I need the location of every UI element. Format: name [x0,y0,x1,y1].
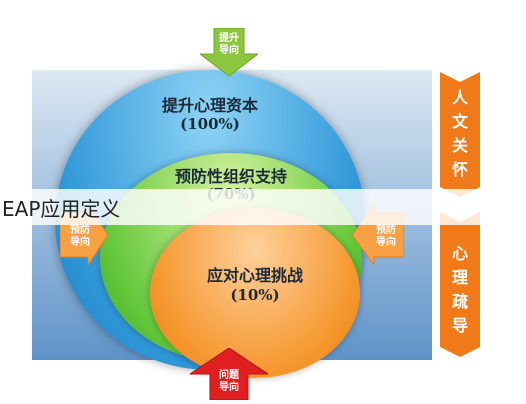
left-arrow-line2: 导向 [70,237,90,248]
side-tab-2-char-1: 心 [451,244,468,263]
left-arrow-line1: 预防 [70,225,90,236]
side-tab-2-char-4: 导 [451,316,468,335]
caption-text: EAP应用定义 [2,197,121,221]
inner-ring-title: 应对心理挑战 [206,266,303,285]
down-arrow-icon [198,27,260,77]
side-tab-1-char-2: 文 [451,112,468,131]
top-arrow-line1: 提升 [219,33,239,44]
side-tab-1-char-1: 人 [451,88,468,107]
side-tab-1-char-3: 关 [451,136,468,155]
chevron-tab-icon [440,72,480,197]
inner-ring-value: (10%) [230,286,280,304]
top-arrow: 提升 导向 [198,27,260,77]
bottom-arrow: 问题 导向 [188,347,270,401]
side-tab-1-char-4: 怀 [451,160,468,179]
right-arrow-line2: 导向 [376,237,396,248]
middle-ring-title: 预防性组织支持 [174,167,287,186]
outer-ring-title: 提升心理资本 [161,96,258,115]
side-tab-2-char-2: 理 [451,268,468,287]
side-tab-2-char-3: 疏 [451,292,468,311]
bottom-arrow-line1: 问题 [219,370,239,381]
side-tab-humanistic-care: 人 文 关 怀 [440,72,480,197]
right-arrow-line1: 预防 [376,225,396,236]
outer-ring-value: (100%) [180,115,240,133]
top-arrow-line2: 导向 [219,45,239,56]
side-tab-psych-guidance: 心 理 疏 导 [440,212,480,357]
bottom-arrow-line2: 导向 [219,382,239,393]
caption-band [0,189,526,225]
inner-ring: 应对心理挑战 (10%) [150,208,360,378]
chevron-tab-icon [440,212,480,357]
